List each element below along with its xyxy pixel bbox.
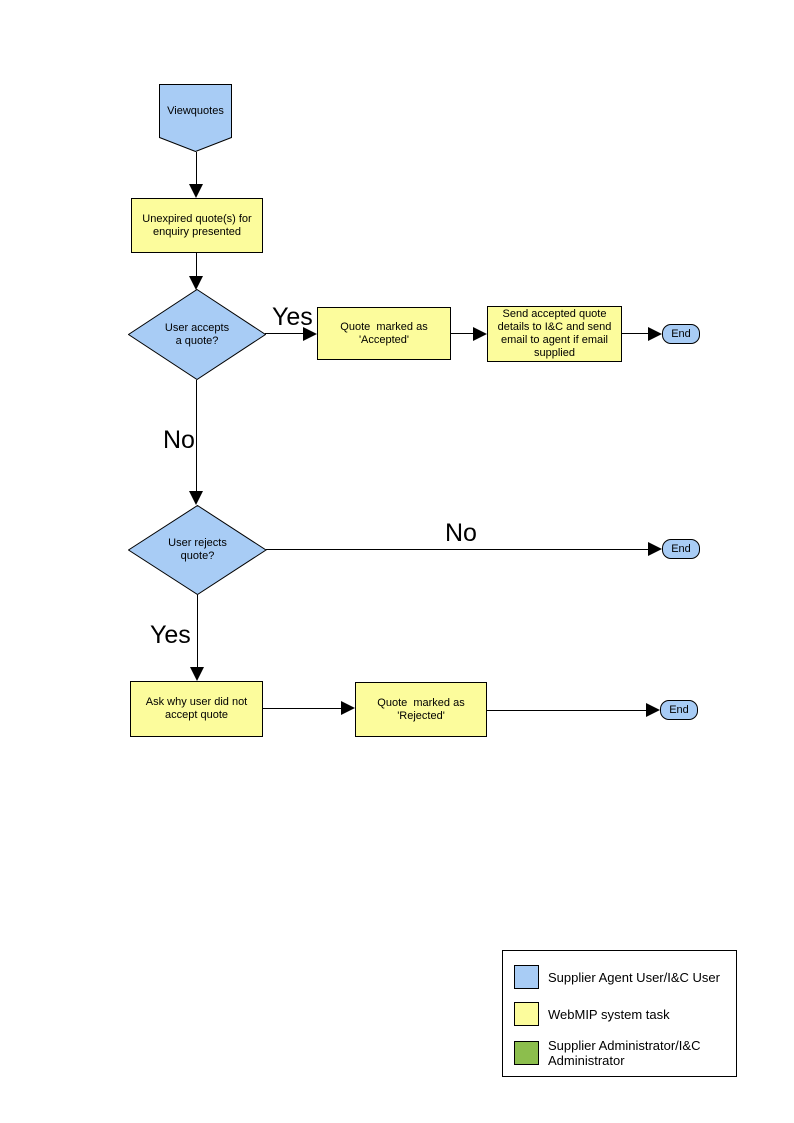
decision-user-accepts-label: User accepts a quote? (164, 321, 230, 347)
process-unexpired-quotes-label: Unexpired quote(s) for enquiry presented (142, 212, 252, 238)
legend-label: Supplier Administrator/I&C Administrator (548, 1038, 701, 1068)
edge-label-accepts-no: No (163, 426, 195, 454)
legend-item-webmip-task: WebMIP system task (514, 1002, 670, 1026)
diamond-shape (128, 505, 267, 595)
end-node-rejected: End (660, 700, 698, 720)
arrowhead-down-icon (189, 491, 203, 505)
arrowhead-right-icon (473, 327, 487, 341)
arrowhead-right-icon (648, 327, 662, 341)
process-quote-accepted-label: Quote marked as 'Accepted' (340, 320, 428, 346)
process-quote-rejected (355, 682, 487, 737)
legend-swatch-blue (514, 965, 539, 989)
legend-swatch-green (514, 1041, 539, 1065)
connector-askwhy-to-rejected (263, 708, 342, 709)
process-send-quote-details-label: Send accepted quote details to I&C and s… (497, 308, 612, 359)
start-node-label: Viewquotes (167, 104, 224, 117)
arrowhead-right-icon (341, 701, 355, 715)
legend-item-supplier-agent: Supplier Agent User/I&C User (514, 965, 720, 989)
legend: Supplier Agent User/I&C User WebMIP syst… (502, 950, 737, 1077)
arrowhead-right-icon (303, 327, 317, 341)
arrowhead-right-icon (648, 542, 662, 556)
connector-rejected-to-end3 (487, 710, 647, 711)
pentagon-shape (159, 84, 232, 152)
end-node-accepted: End (662, 324, 700, 344)
end-node-rejects-no: End (662, 539, 700, 559)
legend-label: Supplier Agent User/I&C User (548, 969, 720, 985)
decision-user-rejects-shape (128, 505, 267, 595)
arrowhead-down-icon (190, 667, 204, 681)
legend-swatch-yellow (514, 1002, 539, 1026)
legend-item-supplier-admin: Supplier Administrator/I&C Administrator (514, 1038, 700, 1068)
decision-user-rejects-label: User rejects quote? (168, 537, 227, 562)
connector-accepted-to-send (451, 333, 474, 334)
start-node-shape (159, 84, 232, 152)
arrowhead-down-icon (189, 276, 203, 290)
edge-label-rejects-no: No (445, 519, 477, 547)
end-node-rejects-no-label: End (671, 543, 691, 555)
arrowhead-down-icon (189, 184, 203, 198)
process-ask-why (130, 681, 263, 737)
process-send-quote-details (487, 306, 622, 362)
diamond-shape (128, 289, 266, 380)
connector-rejects-to-end2 (266, 549, 649, 550)
connector-accepts-to-accepted (265, 333, 304, 334)
process-ask-why-label: Ask why user did not accept quote (145, 696, 248, 721)
edge-label-rejects-yes: Yes (150, 621, 191, 649)
connector-rejects-to-askwhy (197, 595, 198, 668)
connector-send-to-end1 (622, 333, 649, 334)
arrowhead-right-icon (646, 703, 660, 717)
connector-unexpired-to-accepts (196, 253, 197, 277)
edge-label-accepts-yes: Yes (272, 303, 313, 331)
legend-label: WebMIP system task (548, 1006, 670, 1022)
process-unexpired-quotes (131, 198, 263, 253)
decision-user-accepts-shape (128, 289, 266, 380)
end-node-rejected-label: End (669, 704, 689, 716)
connector-accepts-to-rejects (196, 380, 197, 492)
end-node-accepted-label: End (671, 328, 691, 340)
process-quote-accepted (317, 307, 451, 360)
process-quote-rejected-label: Quote marked as 'Rejected' (377, 696, 465, 722)
connector-start-to-unexpired (196, 152, 197, 185)
